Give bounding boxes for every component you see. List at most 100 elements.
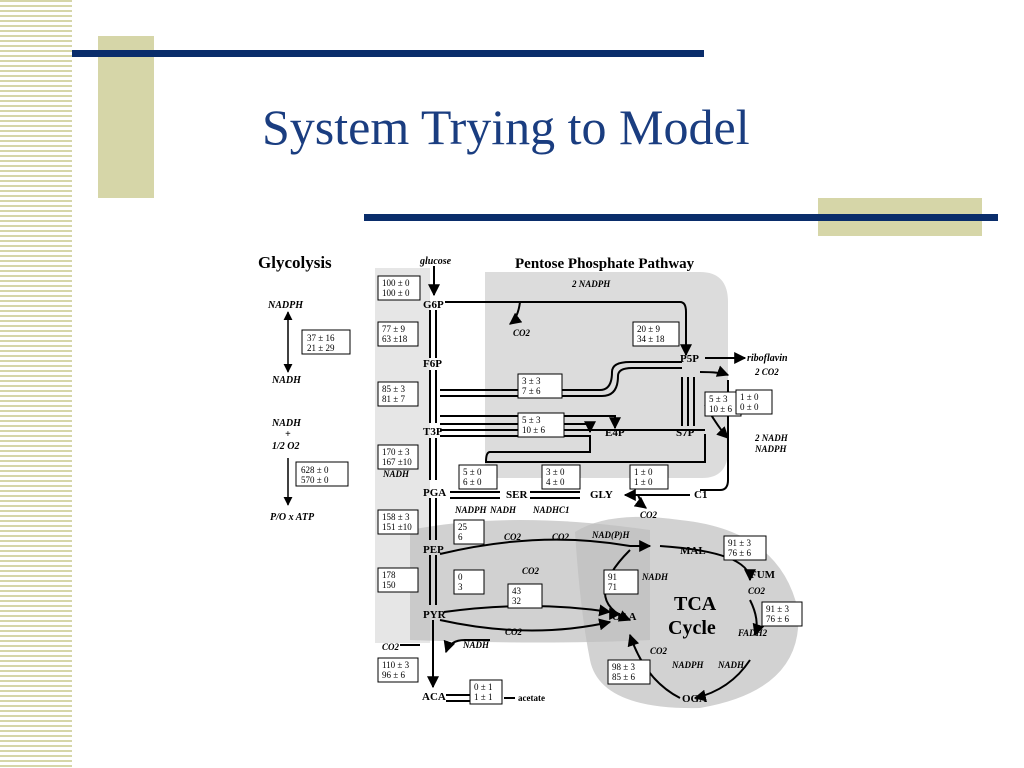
cofactor-co2-oga: CO2: [650, 646, 668, 656]
side-box-1-line1: 37 ± 16: [307, 333, 335, 343]
flux-box-value: 10 ± 6: [522, 425, 545, 435]
flux-box: [377, 275, 421, 301]
flux-box-value: 0 ± 0: [740, 402, 759, 412]
flux-box-value: 4 ± 0: [546, 477, 565, 487]
flux-box-value: 96 ± 6: [382, 670, 405, 680]
metabolic-network-diagram: Glycolysis Pentose Phosphate Pathway TCA…: [258, 253, 803, 709]
flux-box-value: 91: [608, 572, 617, 582]
cofactor-co2-g6p: CO2: [513, 328, 531, 338]
flux-box-value: 6: [458, 532, 463, 542]
flux-box-value: 34 ± 18: [637, 334, 665, 344]
metabolite-g6p: G6P: [423, 299, 444, 311]
flux-box: [377, 657, 419, 683]
side-po-atp: P/O x ATP: [270, 512, 315, 523]
flux-box-value: 91 ± 3: [766, 604, 789, 614]
metabolite-pyr: PYR: [423, 609, 447, 621]
flux-box: [453, 569, 485, 595]
side-box-2-line2: 570 ± 0: [301, 475, 329, 485]
cofactor-nadh-pga: NADH: [382, 469, 410, 479]
side-box-2-line1: 628 ± 0: [301, 465, 329, 475]
flux-box: [761, 601, 803, 627]
flux-box-value: 0: [458, 572, 463, 582]
side-box-1-line2: 21 ± 29: [307, 343, 335, 353]
flux-box-value: 110 ± 3: [382, 660, 410, 670]
side-nadph: NADPH: [267, 300, 304, 311]
flux-box: [453, 519, 485, 545]
flux-box-value: 85 ± 6: [612, 672, 635, 682]
flux-box-value: 151 ±10: [382, 522, 412, 532]
cofactor-nadh-c1: NADH: [532, 505, 560, 515]
metabolite-riboflavin: riboflavin: [747, 353, 788, 364]
side-nadh2: NADH: [271, 418, 302, 429]
cofactor-nadh-pyr: NADH: [462, 640, 490, 650]
flux-box-value: 178: [382, 570, 396, 580]
flux-box-value: 1 ± 1: [474, 692, 492, 702]
flux-box-value: 5 ± 3: [522, 415, 541, 425]
cofactor-co2-pep2: CO2: [552, 532, 570, 542]
metabolite-oga: OGA: [682, 693, 707, 705]
flux-box-value: 85 ± 3: [382, 384, 405, 394]
flux-box-value: 1 ± 0: [634, 467, 653, 477]
flux-box-value: 10 ± 6: [709, 404, 732, 414]
cofactor-nadph-mal: NAD(P)H: [591, 530, 630, 540]
metabolite-oaa: OAA: [612, 611, 637, 623]
metabolite-pga: PGA: [423, 487, 446, 499]
flux-box-value: 5 ± 3: [709, 394, 728, 404]
flux-box: [507, 583, 543, 609]
flux-box: [603, 569, 639, 595]
flux-box-value: 71: [608, 582, 617, 592]
flux-box-value: 150: [382, 580, 396, 590]
flux-box-value: 98 ± 3: [612, 662, 635, 672]
flux-box-value: 63 ±18: [382, 334, 408, 344]
metabolite-t3p: T3P: [423, 426, 443, 438]
glycolysis-trunk: [427, 266, 440, 689]
bottom-rule: [364, 214, 998, 221]
flux-box-value: 170 ± 3: [382, 447, 410, 457]
metabolite-aca: ACA: [422, 691, 446, 703]
flux-box-value: 3: [458, 582, 463, 592]
flux-box-value: 0 ± 1: [474, 682, 492, 692]
flux-box-value: 76 ± 6: [766, 614, 789, 624]
cofactor-2nadh: 2 NADH: [754, 433, 789, 443]
cofactor-co2-mid: CO2: [522, 566, 540, 576]
side-nadh1: NADH: [271, 375, 302, 386]
cofactor-co2-pep1: CO2: [504, 532, 522, 542]
flux-box: [517, 412, 565, 438]
flux-box-value: 1 ± 0: [740, 392, 759, 402]
flux-box-value: 167 ±10: [382, 457, 412, 467]
ser-gly-branch: [450, 489, 690, 509]
flux-box-value: 5 ± 0: [463, 467, 482, 477]
cofactor-nadph-right: NADPH: [754, 444, 787, 454]
flux-box-value: 76 ± 6: [728, 548, 751, 558]
metabolite-fum: FUM: [750, 569, 776, 581]
side-box-2: [295, 461, 349, 487]
metabolite-s7p: S7P: [676, 427, 695, 439]
cofactor-nadph-oga: NADPH: [671, 660, 704, 670]
cofactor-2nadph-top: 2 NADPH: [571, 279, 611, 289]
flux-box: [629, 464, 669, 490]
flux-box: [377, 567, 419, 593]
flux-box-value: 7 ± 6: [522, 386, 541, 396]
cofactor-co2-left: CO2: [382, 642, 400, 652]
flux-box-value: 43: [512, 586, 522, 596]
flux-box: [735, 389, 773, 415]
flux-box-value: 1 ± 0: [634, 477, 653, 487]
side-box-1: [301, 329, 351, 355]
flux-box: [723, 535, 767, 561]
flux-box-value: 25: [458, 522, 468, 532]
metabolite-gly: GLY: [590, 489, 613, 501]
flux-box-value: 6 ± 0: [463, 477, 482, 487]
ppp-heading: Pentose Phosphate Pathway: [515, 256, 695, 272]
slide-title: System Trying to Model: [262, 99, 750, 155]
cofactor-fadh: FADH2: [737, 628, 768, 638]
cofactor-co2-gly: CO2: [640, 510, 658, 520]
metabolite-c1: C1: [694, 489, 707, 501]
flux-box: [469, 679, 503, 705]
flux-box: [377, 321, 419, 347]
flux-box-value: 158 ± 3: [382, 512, 410, 522]
metabolite-p5p: P5P: [680, 353, 699, 365]
cofactor-co2-fum: CO2: [748, 586, 766, 596]
cofactor-c1-under: C1: [559, 505, 570, 515]
flux-box-value: 32: [512, 596, 521, 606]
